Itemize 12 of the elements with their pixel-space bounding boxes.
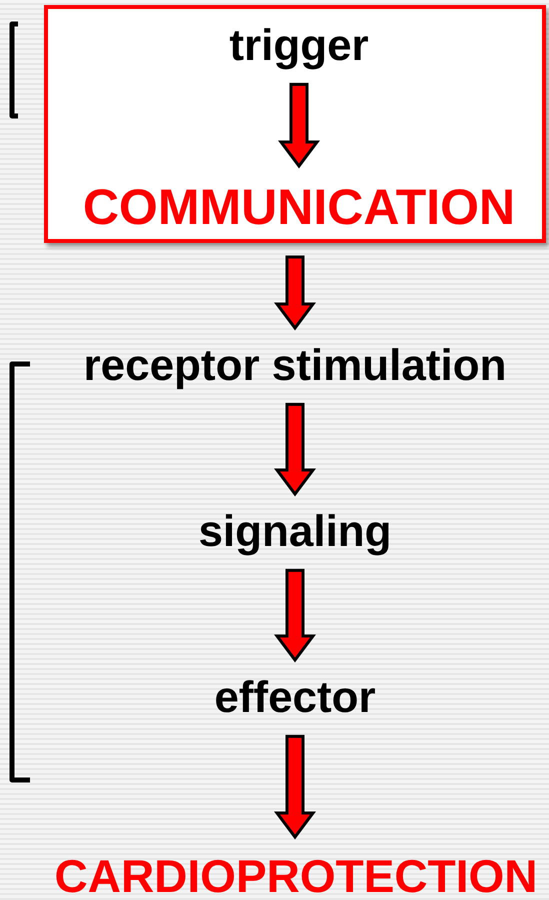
step-label: COMMUNICATION [82, 180, 516, 235]
step-label: effector [214, 674, 376, 722]
arrow [274, 402, 316, 496]
step-label: signaling [198, 508, 392, 556]
step-label: trigger [229, 22, 369, 70]
arrow [274, 568, 316, 662]
arrow [274, 256, 316, 330]
step-label: receptor stimulation [84, 342, 506, 390]
arrow [278, 82, 320, 168]
arrow [274, 734, 316, 840]
highlight-box [44, 5, 546, 243]
step-label: CARDIOPROTECTION [54, 851, 538, 900]
